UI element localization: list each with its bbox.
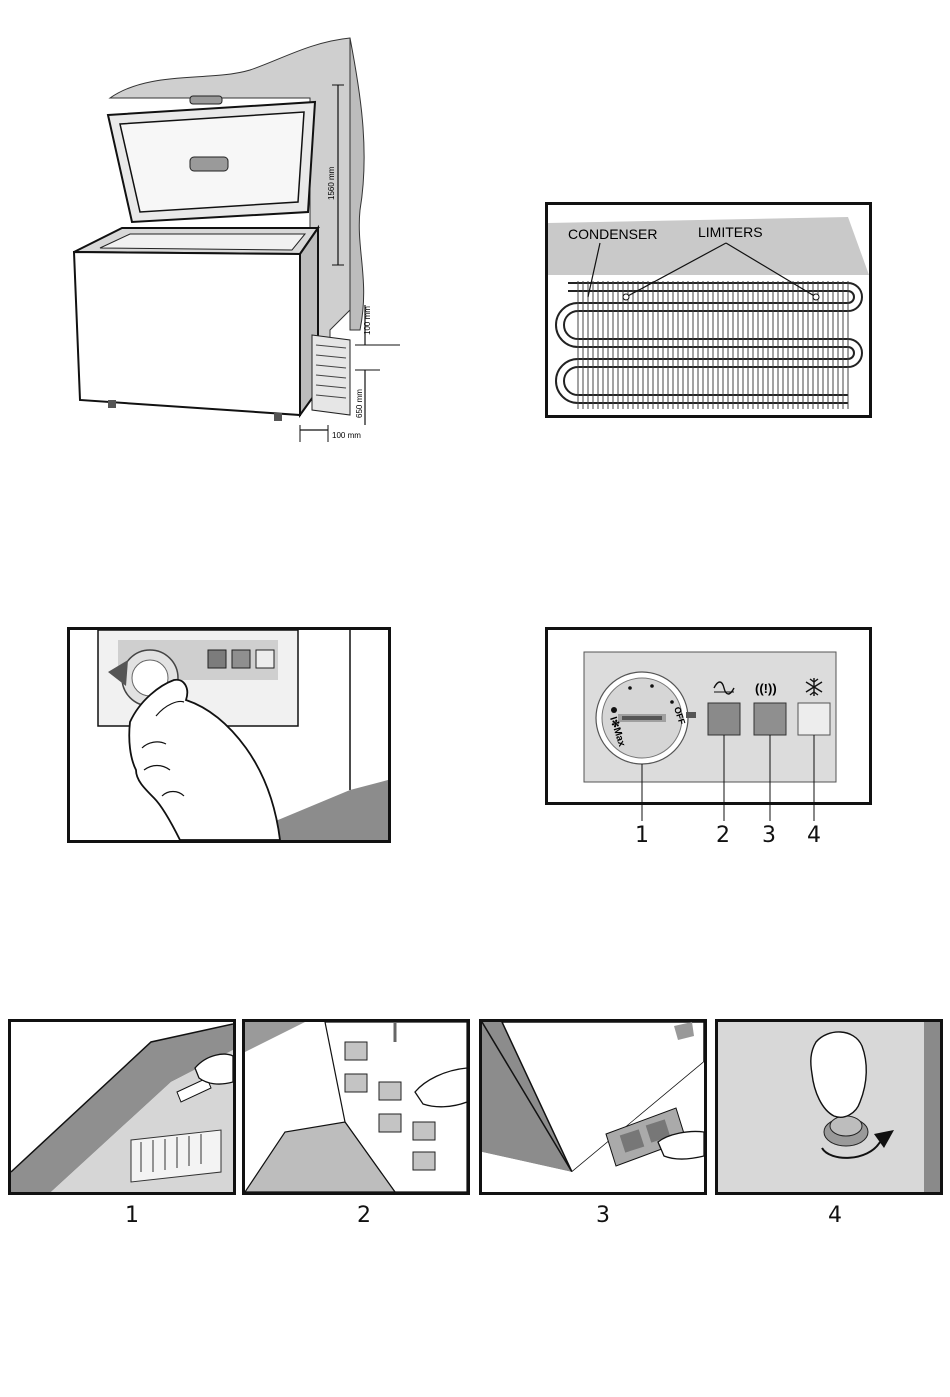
callout-2: 2 xyxy=(703,823,743,848)
condenser-label: CONDENSER xyxy=(568,226,657,242)
callout-3: 3 xyxy=(749,823,789,848)
hand-dial-figure xyxy=(67,627,391,843)
callout-4: 4 xyxy=(794,823,834,848)
condenser-figure: CONDENSER LIMITERS xyxy=(545,202,872,418)
top-gap-dimension-label: 100 mm xyxy=(363,306,372,335)
step-2-caption: 2 xyxy=(344,1203,384,1228)
step-4-caption: 4 xyxy=(815,1203,855,1228)
step-2-figure xyxy=(242,1019,470,1195)
callout-1: 1 xyxy=(622,823,662,848)
step-1-caption: 1 xyxy=(112,1203,152,1228)
step-4-figure xyxy=(715,1019,943,1195)
alarm-symbol: ((!)) xyxy=(755,681,777,696)
power-indicator xyxy=(708,703,740,735)
alarm-indicator xyxy=(754,703,786,735)
superfreeze-indicator xyxy=(798,703,830,735)
step-3-caption: 3 xyxy=(583,1203,623,1228)
control-panel-figure: I✻Max OFF ((!)) xyxy=(545,627,872,805)
step-3-figure xyxy=(479,1019,707,1195)
limiters-label: LIMITERS xyxy=(698,224,763,240)
installation-figure: 1560 mm 100 mm 650 mm 100 mm xyxy=(60,30,400,450)
mid-dimension-label: 650 mm xyxy=(355,389,364,418)
step-1-figure xyxy=(8,1019,236,1195)
side-gap-dimension-label: 100 mm xyxy=(332,431,361,440)
height-dimension-label: 1560 mm xyxy=(327,166,336,200)
